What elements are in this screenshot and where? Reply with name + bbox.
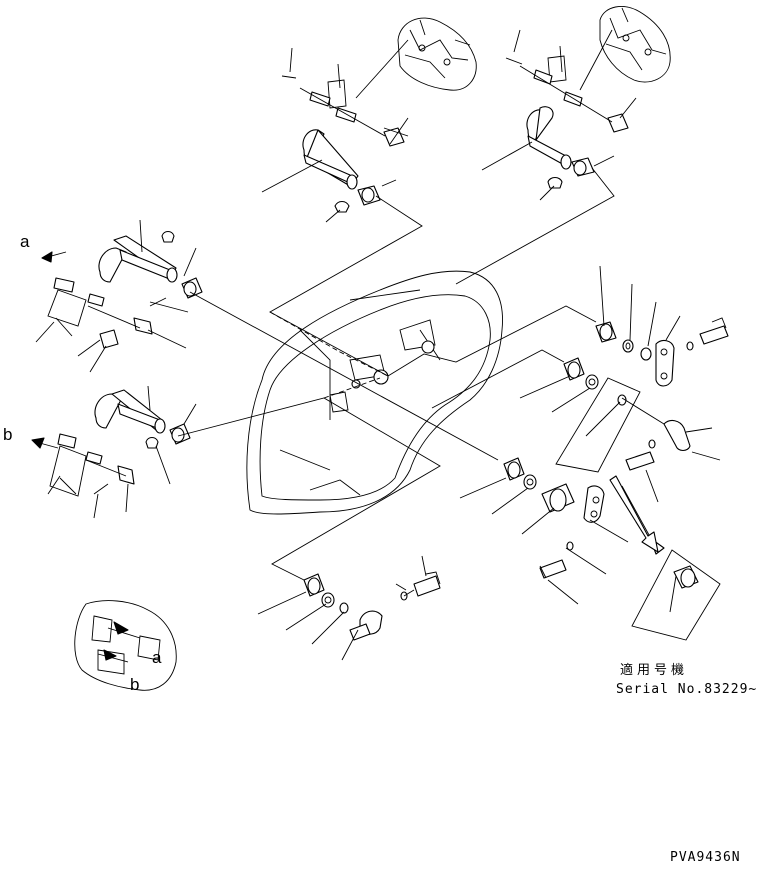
callout-b-label: b: [3, 425, 13, 444]
right-side-parts: [503, 317, 729, 579]
lever-a-assembly: [53, 230, 203, 357]
control-valve-left: [397, 17, 477, 91]
leader-lines: [35, 29, 721, 661]
lever-b-assembly: [57, 389, 191, 495]
callout-a-label: a: [20, 232, 30, 251]
lower-center-parts: [303, 571, 441, 641]
upper-right-linkage: [519, 55, 629, 189]
applicability-heading: 適用号機: [620, 663, 689, 678]
drawing-code: PVA9436N: [670, 850, 741, 865]
group-brackets: [47, 289, 87, 497]
inset-view: [74, 600, 177, 691]
transmission-housing: [246, 270, 503, 515]
inset-callout-a-label: a: [152, 648, 162, 667]
serial-number-range: Serial No.83229~: [616, 682, 758, 697]
assembly-guide-lines: [177, 167, 665, 597]
arrow-icon: [609, 475, 659, 553]
upper-left-linkage: [299, 79, 405, 213]
inset-callout-b-label: b: [130, 675, 140, 694]
direction-arrow-icon: [31, 251, 67, 449]
detail-box-right: [555, 377, 721, 641]
control-valve-right: [599, 5, 671, 83]
